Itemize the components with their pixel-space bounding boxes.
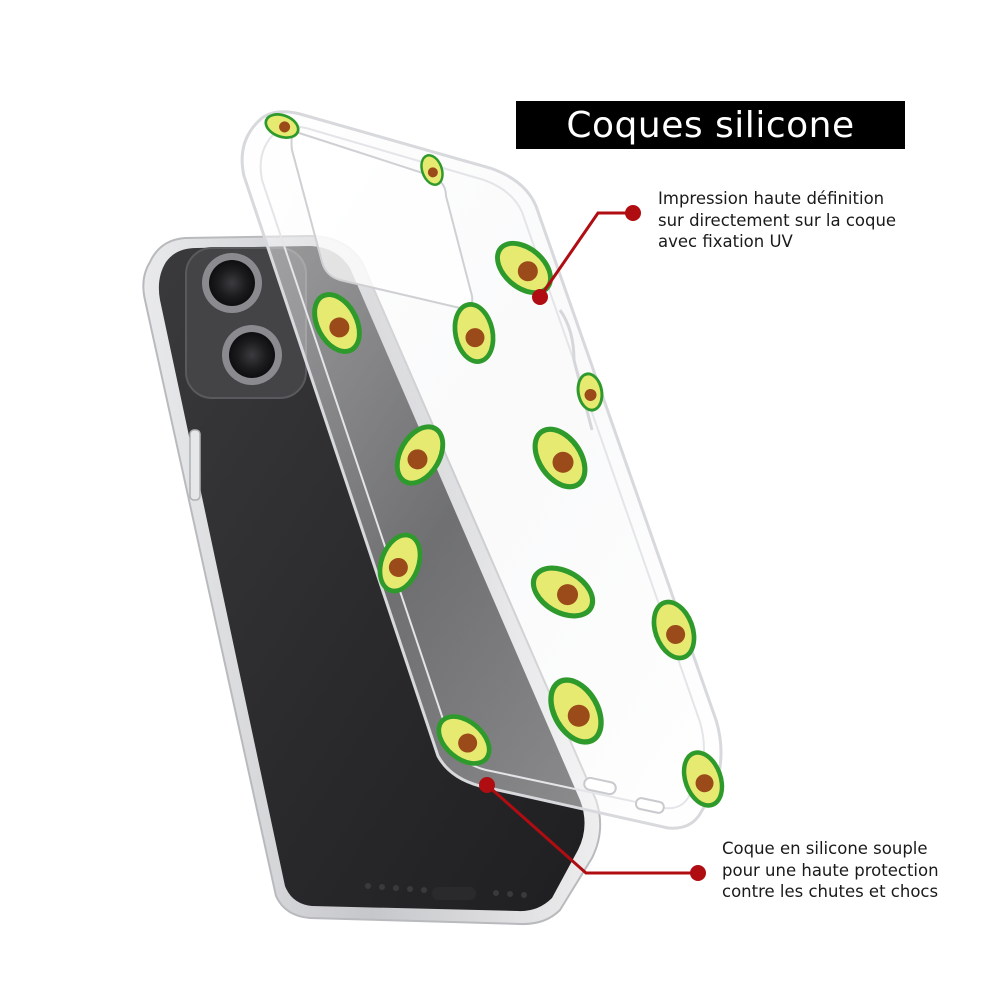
callout-text-line: Impression haute définition [658, 189, 885, 208]
callout-text-line: Coque en silicone souple [722, 839, 928, 858]
callout-top-leader [532, 205, 641, 305]
callout-bottom: Coque en silicone souple pour une haute … [722, 838, 939, 903]
charging-port [432, 887, 476, 900]
callout-text-line: avec fixation UV [658, 232, 793, 251]
callout-text-line: pour une haute protection [722, 860, 939, 880]
page-title: Coques silicone [566, 104, 855, 146]
speaker-grille [365, 883, 527, 898]
callout-text-line: sur directement sur la coque [658, 210, 897, 230]
side-button [189, 429, 201, 501]
callout-text-line: contre les chutes et chocs [722, 882, 939, 901]
callout-top: Impression haute définition sur directem… [658, 188, 896, 253]
callout-bottom-leader [479, 777, 706, 881]
title-banner: Coques silicone [516, 101, 905, 149]
clear-case-illustration [240, 108, 732, 830]
